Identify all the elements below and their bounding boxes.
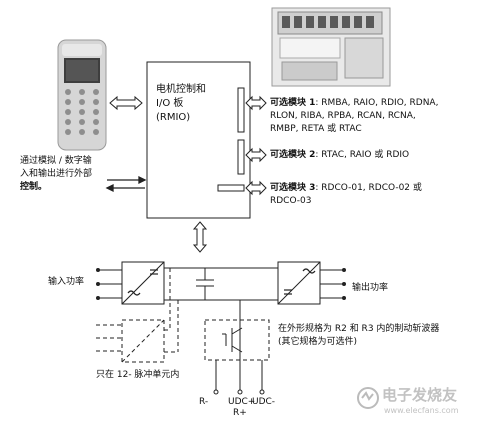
watermark-logo bbox=[357, 387, 379, 409]
io-note-line1: 通过模拟 / 数字输 bbox=[20, 156, 92, 166]
option-1-text: 可选模块 1: RMBA, RAIO, RDIO, RDNA, bbox=[270, 98, 439, 108]
option-3-text-line2: RDCO-03 bbox=[270, 196, 312, 206]
terminal-r-minus: R- bbox=[199, 397, 209, 407]
option-3-text: 可选模块 3: RDCO-01, RDCO-02 或 bbox=[270, 183, 422, 193]
rmio-title-line3: (RMIO) bbox=[156, 112, 191, 123]
option-2-text: 可选模块 2: RTAC, RAIO 或 RDIO bbox=[270, 150, 410, 160]
watermark-brand: 电子发烧友 bbox=[382, 386, 458, 404]
terminal-r-plus: R+ bbox=[233, 408, 247, 418]
option-1-text-line3: RMBP, RETA 或 RTAC bbox=[270, 124, 362, 134]
slot-2 bbox=[237, 139, 245, 175]
io-note-line3: 控制。 bbox=[20, 182, 48, 192]
rectifier-block bbox=[121, 261, 165, 305]
option-1-text-line2: RLON, RIBA, RPBA, RCAN, RCNA, bbox=[270, 111, 416, 121]
rmio-board-box bbox=[146, 61, 251, 219]
chopper-note-line1: 在外形规格为 R2 和 R3 内的制动斩波器 bbox=[278, 324, 440, 334]
rmio-title-line1: 电机控制和 bbox=[156, 84, 206, 95]
power-wires bbox=[98, 267, 344, 301]
output-power-label: 输出功率 bbox=[352, 283, 389, 293]
inverter-block bbox=[277, 261, 321, 305]
arrows bbox=[109, 95, 267, 253]
brake-chopper-box bbox=[204, 319, 270, 361]
rmio-title-line2: I/O 板 bbox=[156, 98, 184, 109]
twelve-pulse-section bbox=[96, 268, 179, 363]
brake-terminals bbox=[215, 300, 263, 392]
slot-1 bbox=[237, 87, 245, 133]
terminal-dots bbox=[96, 268, 346, 300]
watermark-url: www.elecfans.com bbox=[384, 406, 459, 415]
chopper-note-line2: (其它规格为可选件) bbox=[278, 337, 358, 347]
slot-3 bbox=[217, 184, 245, 192]
twelve-pulse-note: 只在 12- 脉冲单元内 bbox=[96, 370, 180, 380]
control-panel-image bbox=[57, 39, 107, 151]
io-note-line2: 入和输出进行外部 bbox=[20, 169, 93, 179]
io-arrows bbox=[105, 175, 147, 193]
terminal-udc-minus: UDC- bbox=[252, 397, 276, 407]
input-power-label: 输入功率 bbox=[48, 277, 85, 287]
terminal-udc-plus: UDC+ bbox=[228, 397, 256, 407]
option-module-image bbox=[271, 7, 391, 87]
